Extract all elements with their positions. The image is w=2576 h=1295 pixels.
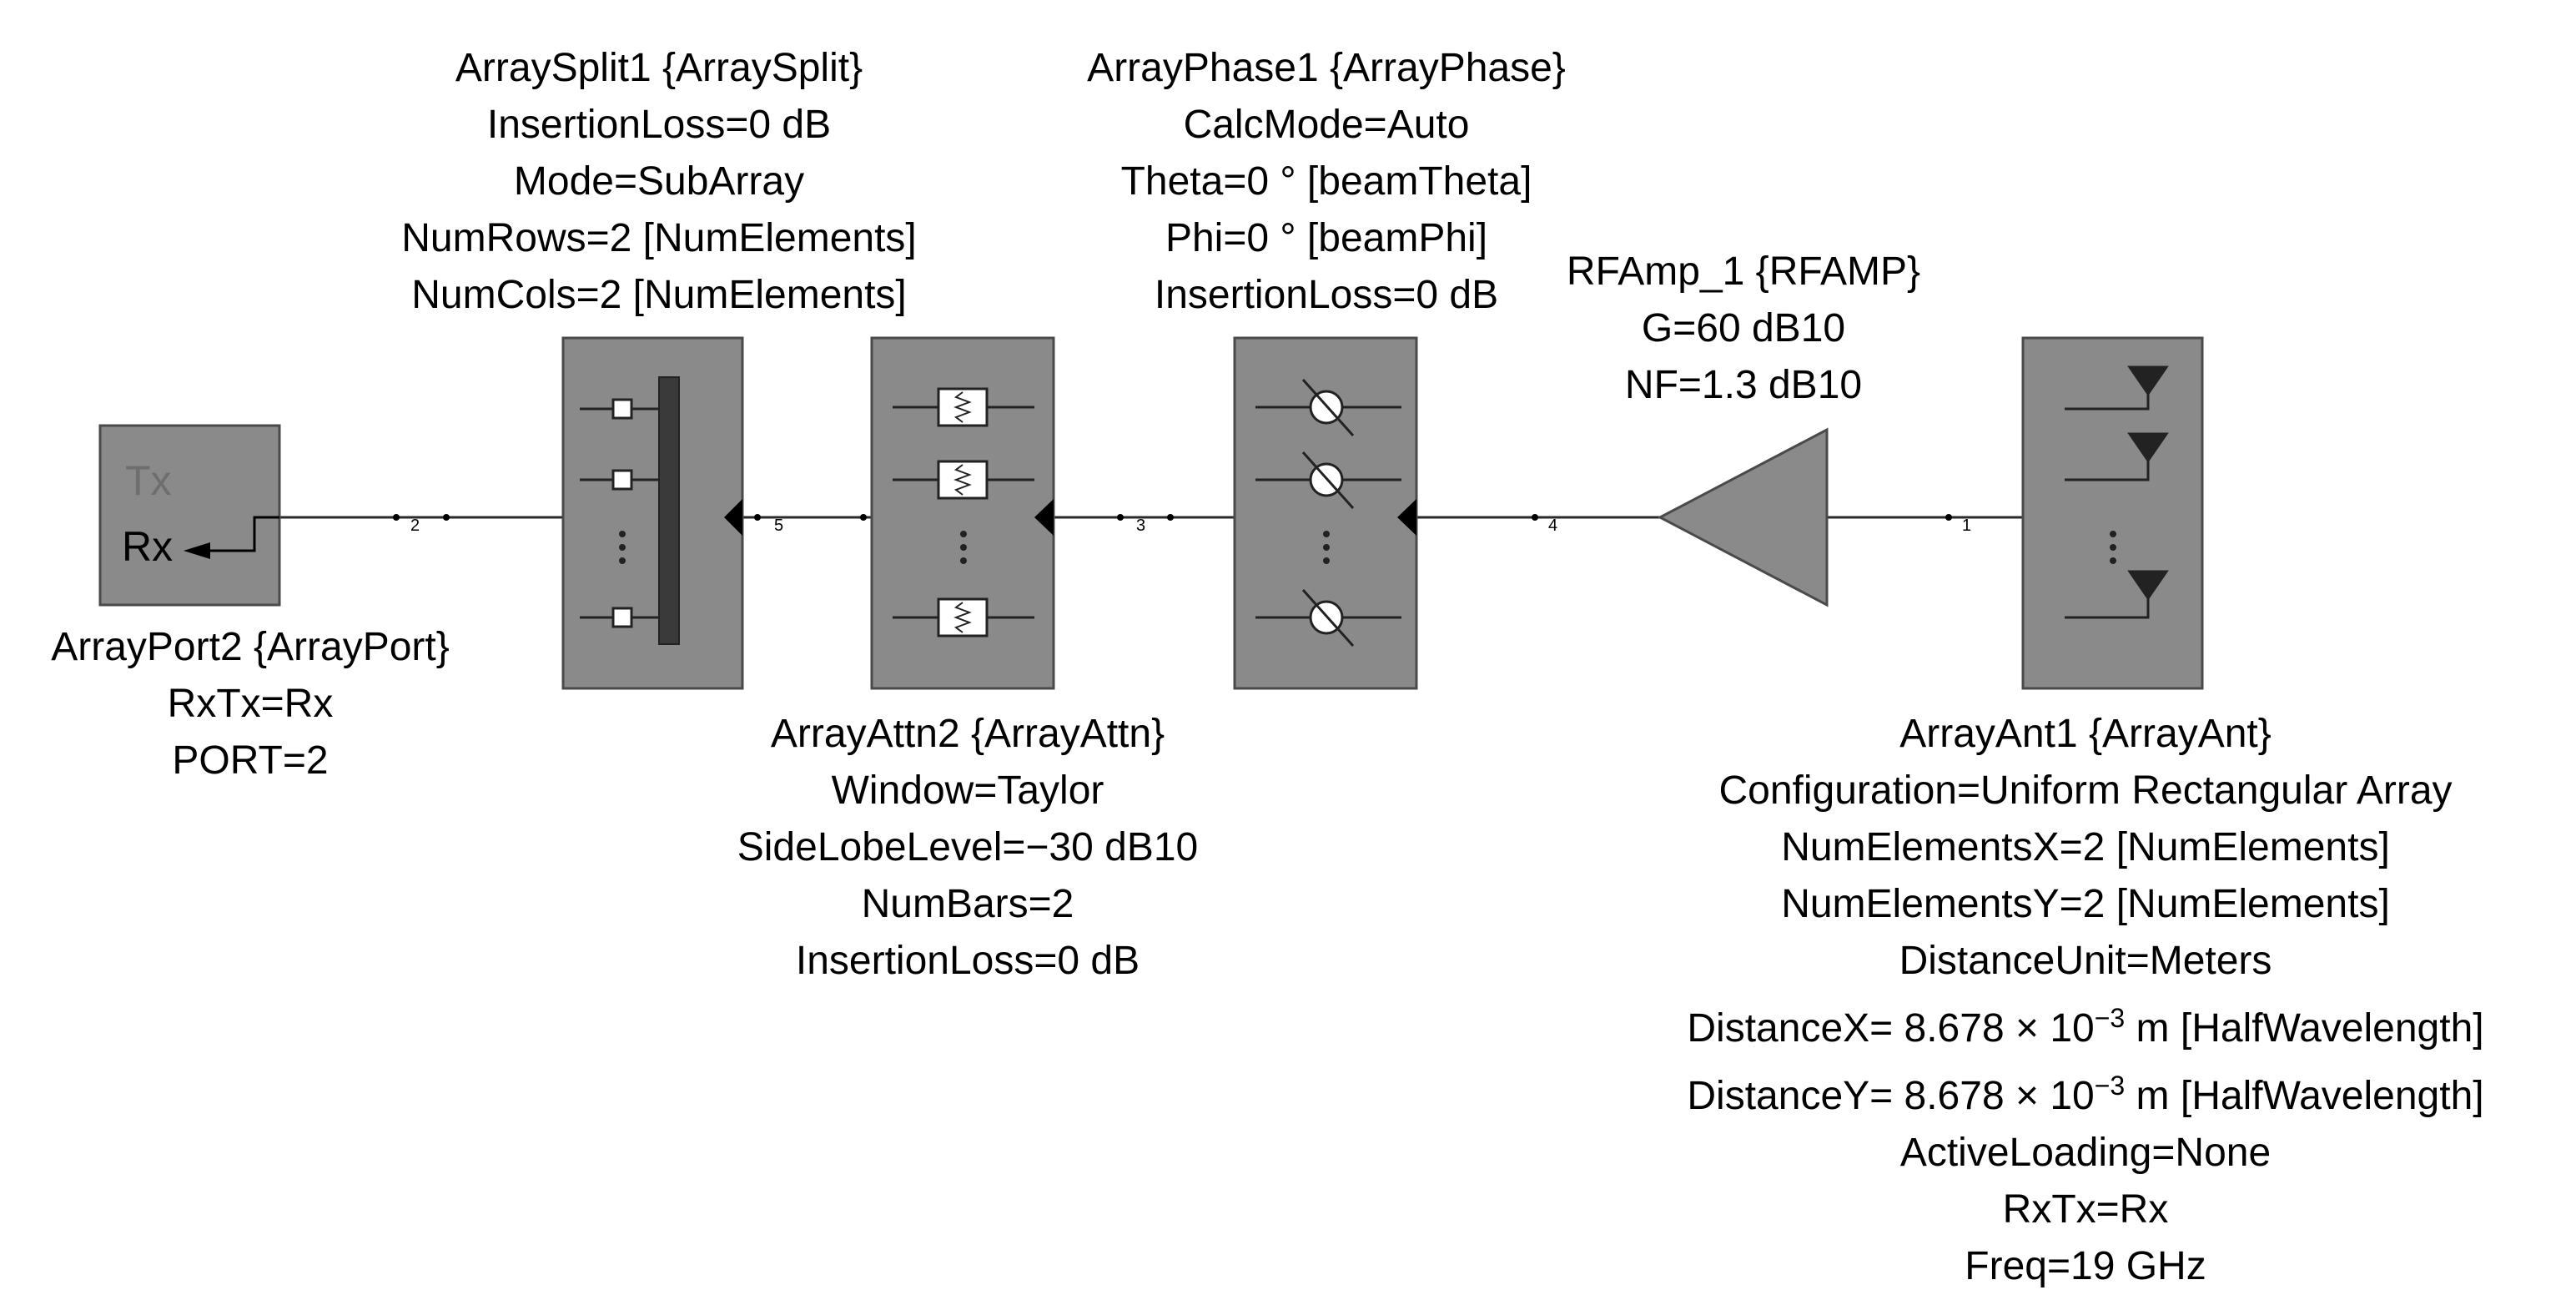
- port-label-line: ArrayPort2 {ArrayPort}: [51, 625, 450, 669]
- array-split-block[interactable]: [561, 336, 744, 690]
- array-ant-label: ArrayAnt1 {ArrayAnt} Configuration=Unifo…: [1627, 706, 2544, 1295]
- phase-label-line: Phi=0 ° [beamPhi]: [1165, 216, 1488, 260]
- ant-label-line: ArrayAnt1 {ArrayAnt}: [1899, 712, 2272, 756]
- node-dots: [393, 514, 1952, 521]
- array-port-label: ArrayPort2 {ArrayPort} RxTx=Rx PORT=2: [0, 619, 501, 789]
- port-arrow-icon: [184, 542, 210, 559]
- node-label-2: 2: [410, 516, 420, 535]
- array-attn-block[interactable]: [870, 336, 1055, 690]
- attn-input-arrow-icon: [1034, 499, 1054, 536]
- ant-distance-x: DistanceX= 8.678 × 10−3 m [HalfWavelengt…: [1627, 990, 2544, 1057]
- split-label-line: NumRows=2 [NumElements]: [401, 216, 917, 260]
- phase-label-line: InsertionLoss=0 dB: [1154, 273, 1499, 317]
- rf-amp-label: RFAmp_1 {RFAMP} G=60 dB10 NF=1.3 dB10: [1527, 244, 1960, 414]
- array-attn-label: ArrayAttn2 {ArrayAttn} Window=Taylor Sid…: [659, 706, 1276, 990]
- node-label-5: 5: [774, 516, 783, 535]
- split-label-line: InsertionLoss=0 dB: [486, 103, 832, 147]
- port-rx-arrow-wire: [209, 516, 279, 552]
- phase-input-arrow-icon: [1397, 499, 1416, 536]
- port-label-line: PORT=2: [172, 738, 329, 783]
- split-label-line: ArraySplit1 {ArraySplit}: [455, 46, 863, 90]
- ant-label-line: NumElementsX=2 [NumElements]: [1781, 825, 2390, 869]
- attn-label-line: ArrayAttn2 {ArrayAttn}: [770, 712, 1165, 756]
- disty-exponent: −3: [2094, 1071, 2126, 1101]
- node-label-4: 4: [1548, 516, 1557, 535]
- phase-label-line: CalcMode=Auto: [1183, 103, 1470, 147]
- split-input-arrow-icon: [724, 499, 742, 536]
- ant-distance-y: DistanceY= 8.678 × 10−3 m [HalfWavelengt…: [1627, 1057, 2544, 1125]
- phase-ellipsis-icon: [1323, 531, 1330, 564]
- amp-label-line: RFAmp_1 {RFAMP}: [1566, 249, 1921, 294]
- port-tx-label: Tx: [125, 457, 172, 504]
- ant-label-line: RxTx=Rx: [2002, 1187, 2169, 1232]
- split-port-icons: [580, 398, 659, 628]
- attn-resistor-icons: [893, 387, 1034, 637]
- split-label-line: NumCols=2 [NumElements]: [411, 273, 907, 317]
- phase-label-line: ArrayPhase1 {ArrayPhase}: [1087, 46, 1566, 90]
- array-split-label: ArraySplit1 {ArraySplit} InsertionLoss=0…: [350, 40, 968, 324]
- array-phase-label: ArrayPhase1 {ArrayPhase} CalcMode=Auto T…: [1026, 40, 1627, 324]
- ant-label-line: DistanceUnit=Meters: [1899, 939, 2272, 983]
- array-ant-block[interactable]: [2021, 336, 2204, 690]
- port-label-line: RxTx=Rx: [167, 682, 334, 726]
- ant-label-line: NumElementsY=2 [NumElements]: [1781, 882, 2390, 926]
- amp-label-line: G=60 dB10: [1641, 306, 1846, 350]
- distx-exponent: −3: [2094, 1003, 2126, 1033]
- ant-ellipsis-icon: [2110, 531, 2116, 564]
- attn-label-line: SideLobeLevel=−30 dB10: [737, 825, 1199, 869]
- amp-label-line: NF=1.3 dB10: [1624, 363, 1863, 407]
- disty-prefix: DistanceY= 8.678 × 10: [1687, 1074, 2095, 1118]
- phase-label-line: Theta=0 ° [beamTheta]: [1120, 159, 1532, 204]
- distx-prefix: DistanceX= 8.678 × 10: [1687, 1006, 2095, 1051]
- rf-amplifier-triangle-icon[interactable]: [1657, 427, 1829, 607]
- antenna-element-icons: [2065, 365, 2169, 619]
- ant-label-line: Freq=19 GHz: [1965, 1244, 2206, 1288]
- attn-label-line: Window=Taylor: [831, 768, 1104, 813]
- node-label-1: 1: [1962, 516, 1971, 535]
- attn-label-line: InsertionLoss=0 dB: [795, 939, 1140, 983]
- disty-suffix: m [HalfWavelength]: [2125, 1074, 2484, 1118]
- split-label-line: Mode=SubArray: [513, 159, 805, 204]
- distx-suffix: m [HalfWavelength]: [2125, 1006, 2484, 1051]
- split-ellipsis-icon: [619, 531, 626, 564]
- port-rx-label: Rx: [122, 523, 173, 570]
- phase-shifter-icons: [1255, 378, 1401, 648]
- attn-label-line: NumBars=2: [861, 882, 1074, 926]
- attn-ellipsis-icon: [960, 531, 967, 564]
- node-label-3: 3: [1136, 516, 1145, 535]
- split-bus-bar: [658, 376, 680, 645]
- array-phase-block[interactable]: [1233, 336, 1418, 690]
- ant-label-line: ActiveLoading=None: [1899, 1131, 2272, 1175]
- array-port-block[interactable]: Tx Rx: [98, 424, 281, 607]
- ant-label-line: Configuration=Uniform Rectangular Array: [1718, 768, 2453, 813]
